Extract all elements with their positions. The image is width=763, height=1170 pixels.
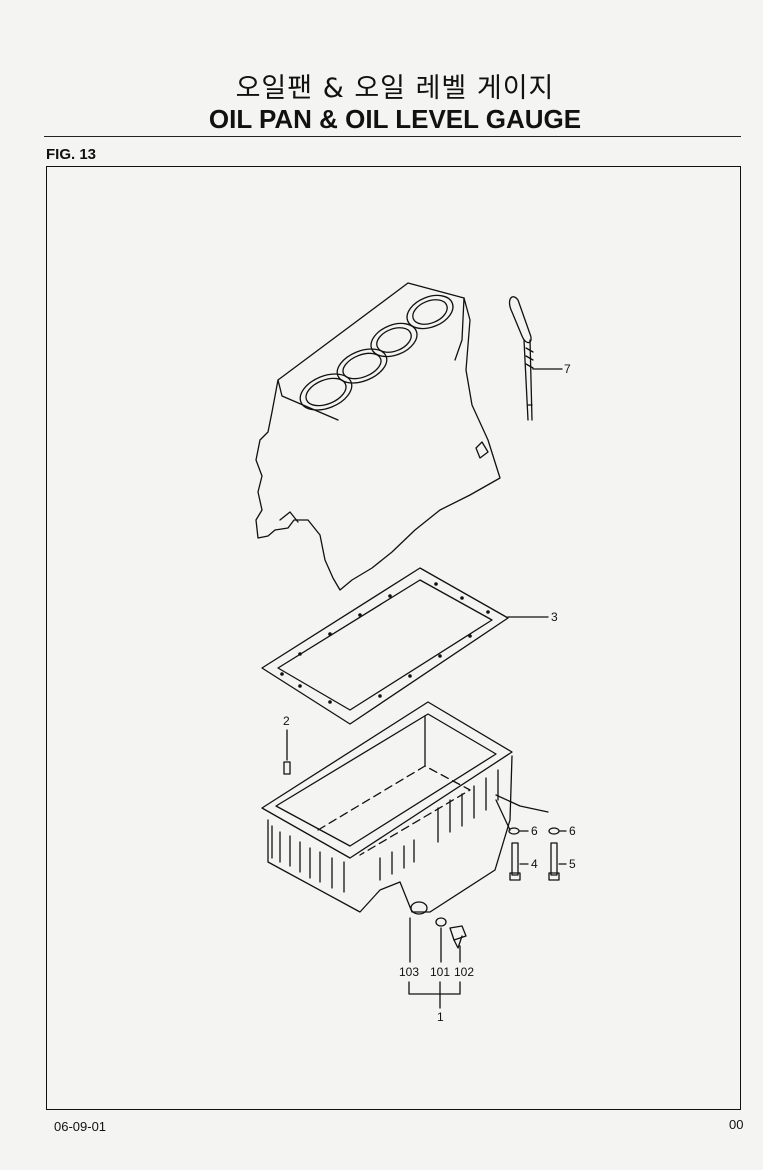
callout-102: 102 bbox=[454, 965, 474, 979]
callout-1: 1 bbox=[437, 1010, 444, 1024]
footer-date: 06-09-01 bbox=[54, 1119, 107, 1134]
callout-6-left: 6 bbox=[531, 824, 538, 838]
callout-7: 7 bbox=[564, 362, 571, 376]
drain-plug-drawing bbox=[408, 901, 467, 1009]
oil-pan-gasket-drawing bbox=[261, 567, 549, 725]
callout-4: 4 bbox=[531, 857, 538, 871]
callout-6-right: 6 bbox=[569, 824, 576, 838]
oil-level-gauge-drawing bbox=[508, 296, 563, 421]
bolt-and-washer-drawing bbox=[508, 827, 567, 881]
figure-frame bbox=[46, 166, 741, 1110]
figure-label: FIG. 13 bbox=[46, 146, 97, 163]
page-title-english: OIL PAN & OIL LEVEL GAUGE bbox=[208, 104, 582, 134]
callout-2: 2 bbox=[283, 714, 290, 728]
title-divider bbox=[44, 136, 741, 137]
callout-5: 5 bbox=[569, 857, 576, 871]
engine-block-drawing bbox=[255, 282, 501, 591]
callout-103: 103 bbox=[399, 965, 419, 979]
oil-pan-ribs bbox=[271, 769, 499, 893]
callout-3: 3 bbox=[551, 610, 558, 624]
page-title-korean: 오일팬 & 오일 레벨 게이지 bbox=[235, 73, 555, 104]
oil-pan-drawing bbox=[261, 701, 549, 913]
callout-101: 101 bbox=[430, 965, 450, 979]
dowel-pin-drawing bbox=[283, 729, 291, 775]
footer-page-number: 00 bbox=[729, 1117, 744, 1132]
